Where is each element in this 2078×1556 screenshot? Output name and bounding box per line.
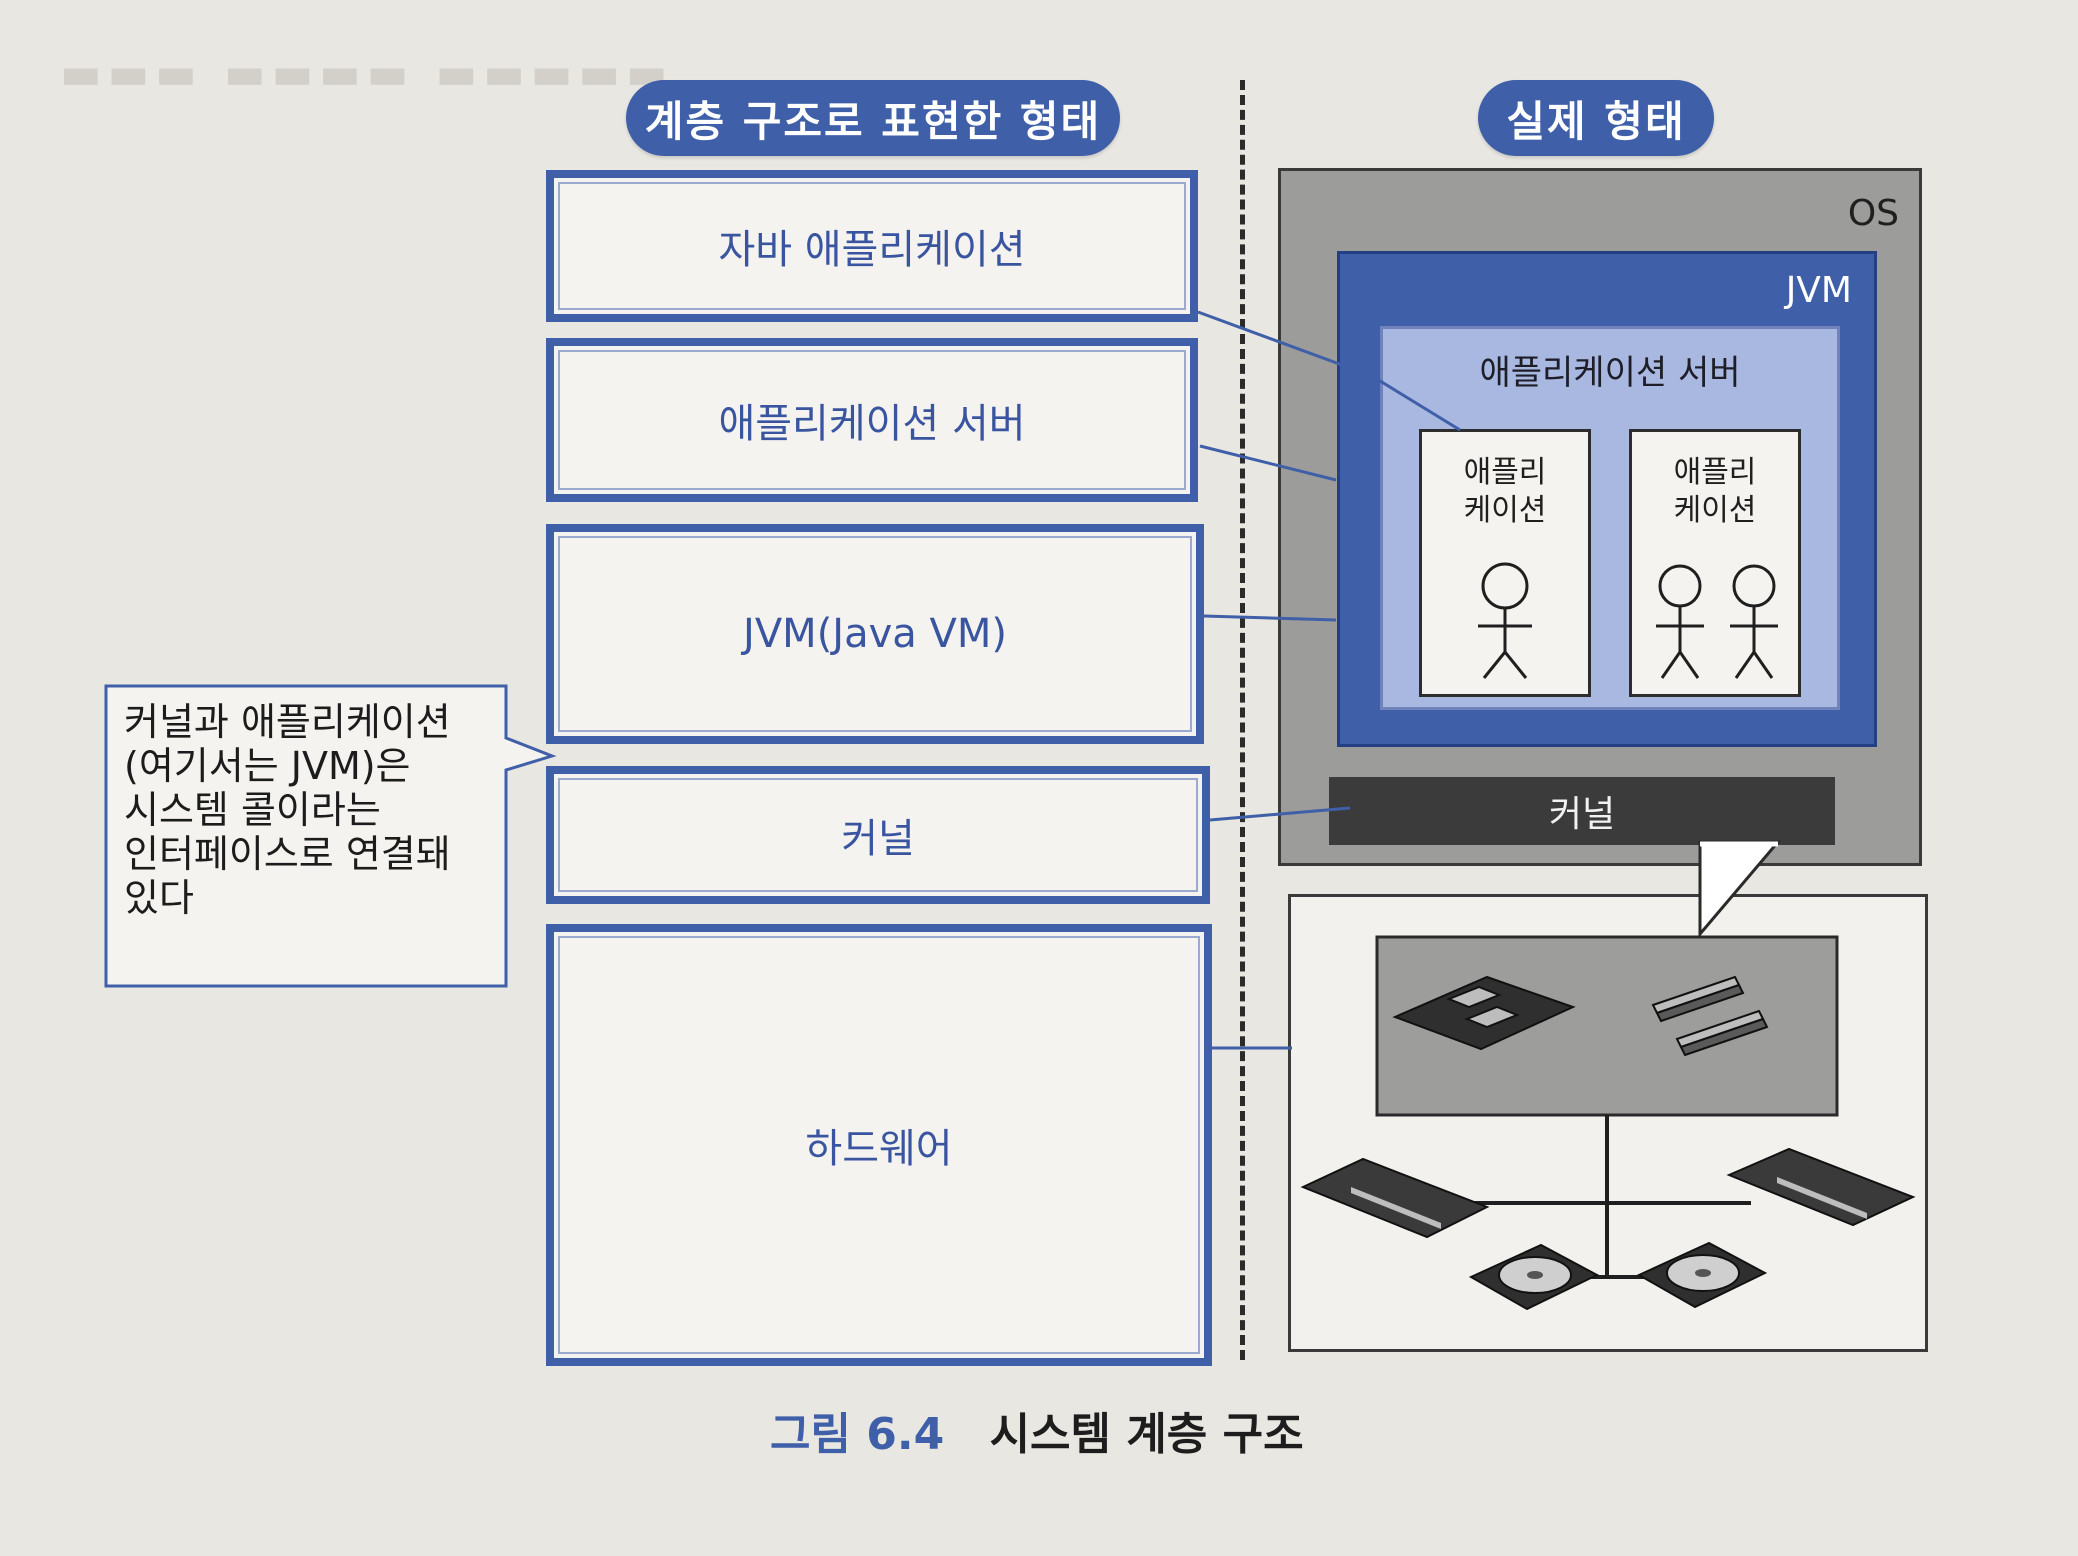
layer-kernel: 커널 (546, 766, 1210, 904)
jvm-label: JVM (1785, 270, 1852, 311)
jvm-box: JVM 애플리케이션 서버 애플리 케이션 (1337, 251, 1877, 747)
expansion-card-icon-left (1300, 1157, 1490, 1239)
layer-kernel-label: 커널 (841, 816, 915, 862)
callout-line-1: 커널과 애플리케이션 (124, 700, 451, 744)
layer-application-server: 애플리케이션 서버 (546, 338, 1198, 502)
layer-jvm: JVM(Java VM) (546, 524, 1204, 744)
memory-module-icon (1651, 975, 1769, 1057)
callout-line-2: (여기서는 JVM)은 (124, 744, 411, 788)
application-card-1-line-2: 케이션 (1463, 493, 1547, 528)
app-server-label: 애플리케이션 서버 (1479, 353, 1741, 393)
right-header: 실제 형태 (1478, 80, 1714, 156)
left-header: 계층 구조로 표현한 형태 (626, 80, 1120, 156)
application-card-1: 애플리 케이션 (1419, 429, 1591, 697)
layer-jvm-label: JVM(Java VM) (743, 611, 1007, 657)
callout-line-5: 있다 (124, 876, 194, 920)
kernel-bar: 커널 (1329, 777, 1835, 845)
person-icon (1478, 562, 1532, 679)
application-card-2-line-2: 케이션 (1673, 493, 1757, 528)
hardware-box (1288, 894, 1928, 1352)
layer-java-application: 자바 애플리케이션 (546, 170, 1198, 322)
figure-caption: 그림 6.4 시스템 계층 구조 (770, 1398, 1304, 1462)
figure-title: 시스템 계층 구조 (989, 1409, 1304, 1460)
os-label: OS (1847, 193, 1899, 234)
os-box: OS JVM 애플리케이션 서버 애플리 케이션 (1278, 168, 1922, 866)
application-card-2-line-1: 애플리 (1673, 455, 1757, 490)
layer-application-server-label: 애플리케이션 서버 (718, 401, 1026, 447)
layer-hardware: 하드웨어 (546, 924, 1212, 1366)
figure-number: 그림 6.4 (770, 1409, 945, 1460)
callout-line-4: 인터페이스로 연결돼 (124, 832, 451, 876)
kernel-bar-label: 커널 (1548, 794, 1616, 835)
layer-java-application-label: 자바 애플리케이션 (718, 227, 1026, 273)
app-server-box: 애플리케이션 서버 애플리 케이션 (1380, 326, 1840, 710)
hard-disk-icon-right (1636, 1241, 1768, 1309)
hard-disk-icon-left (1468, 1243, 1600, 1311)
two-persons-icon (1656, 564, 1778, 679)
application-card-2: 애플리 케이션 (1629, 429, 1801, 697)
expansion-card-icon-right (1726, 1147, 1916, 1227)
layer-hardware-label: 하드웨어 (805, 1126, 953, 1172)
hardware-illustration (1300, 935, 1916, 1311)
application-card-1-line-1: 애플리 (1463, 455, 1547, 490)
callout-text: 커널과 애플리케이션 (여기서는 JVM)은 시스템 콜이라는 인터페이스로 연… (106, 686, 506, 986)
callout-line-3: 시스템 콜이라는 (124, 788, 381, 832)
cpu-board-icon (1392, 975, 1576, 1051)
section-divider (1240, 80, 1245, 1360)
background-bleed-text: ▬▬▬ ▬▬▬▬ ▬▬▬▬▬ (60, 48, 674, 99)
